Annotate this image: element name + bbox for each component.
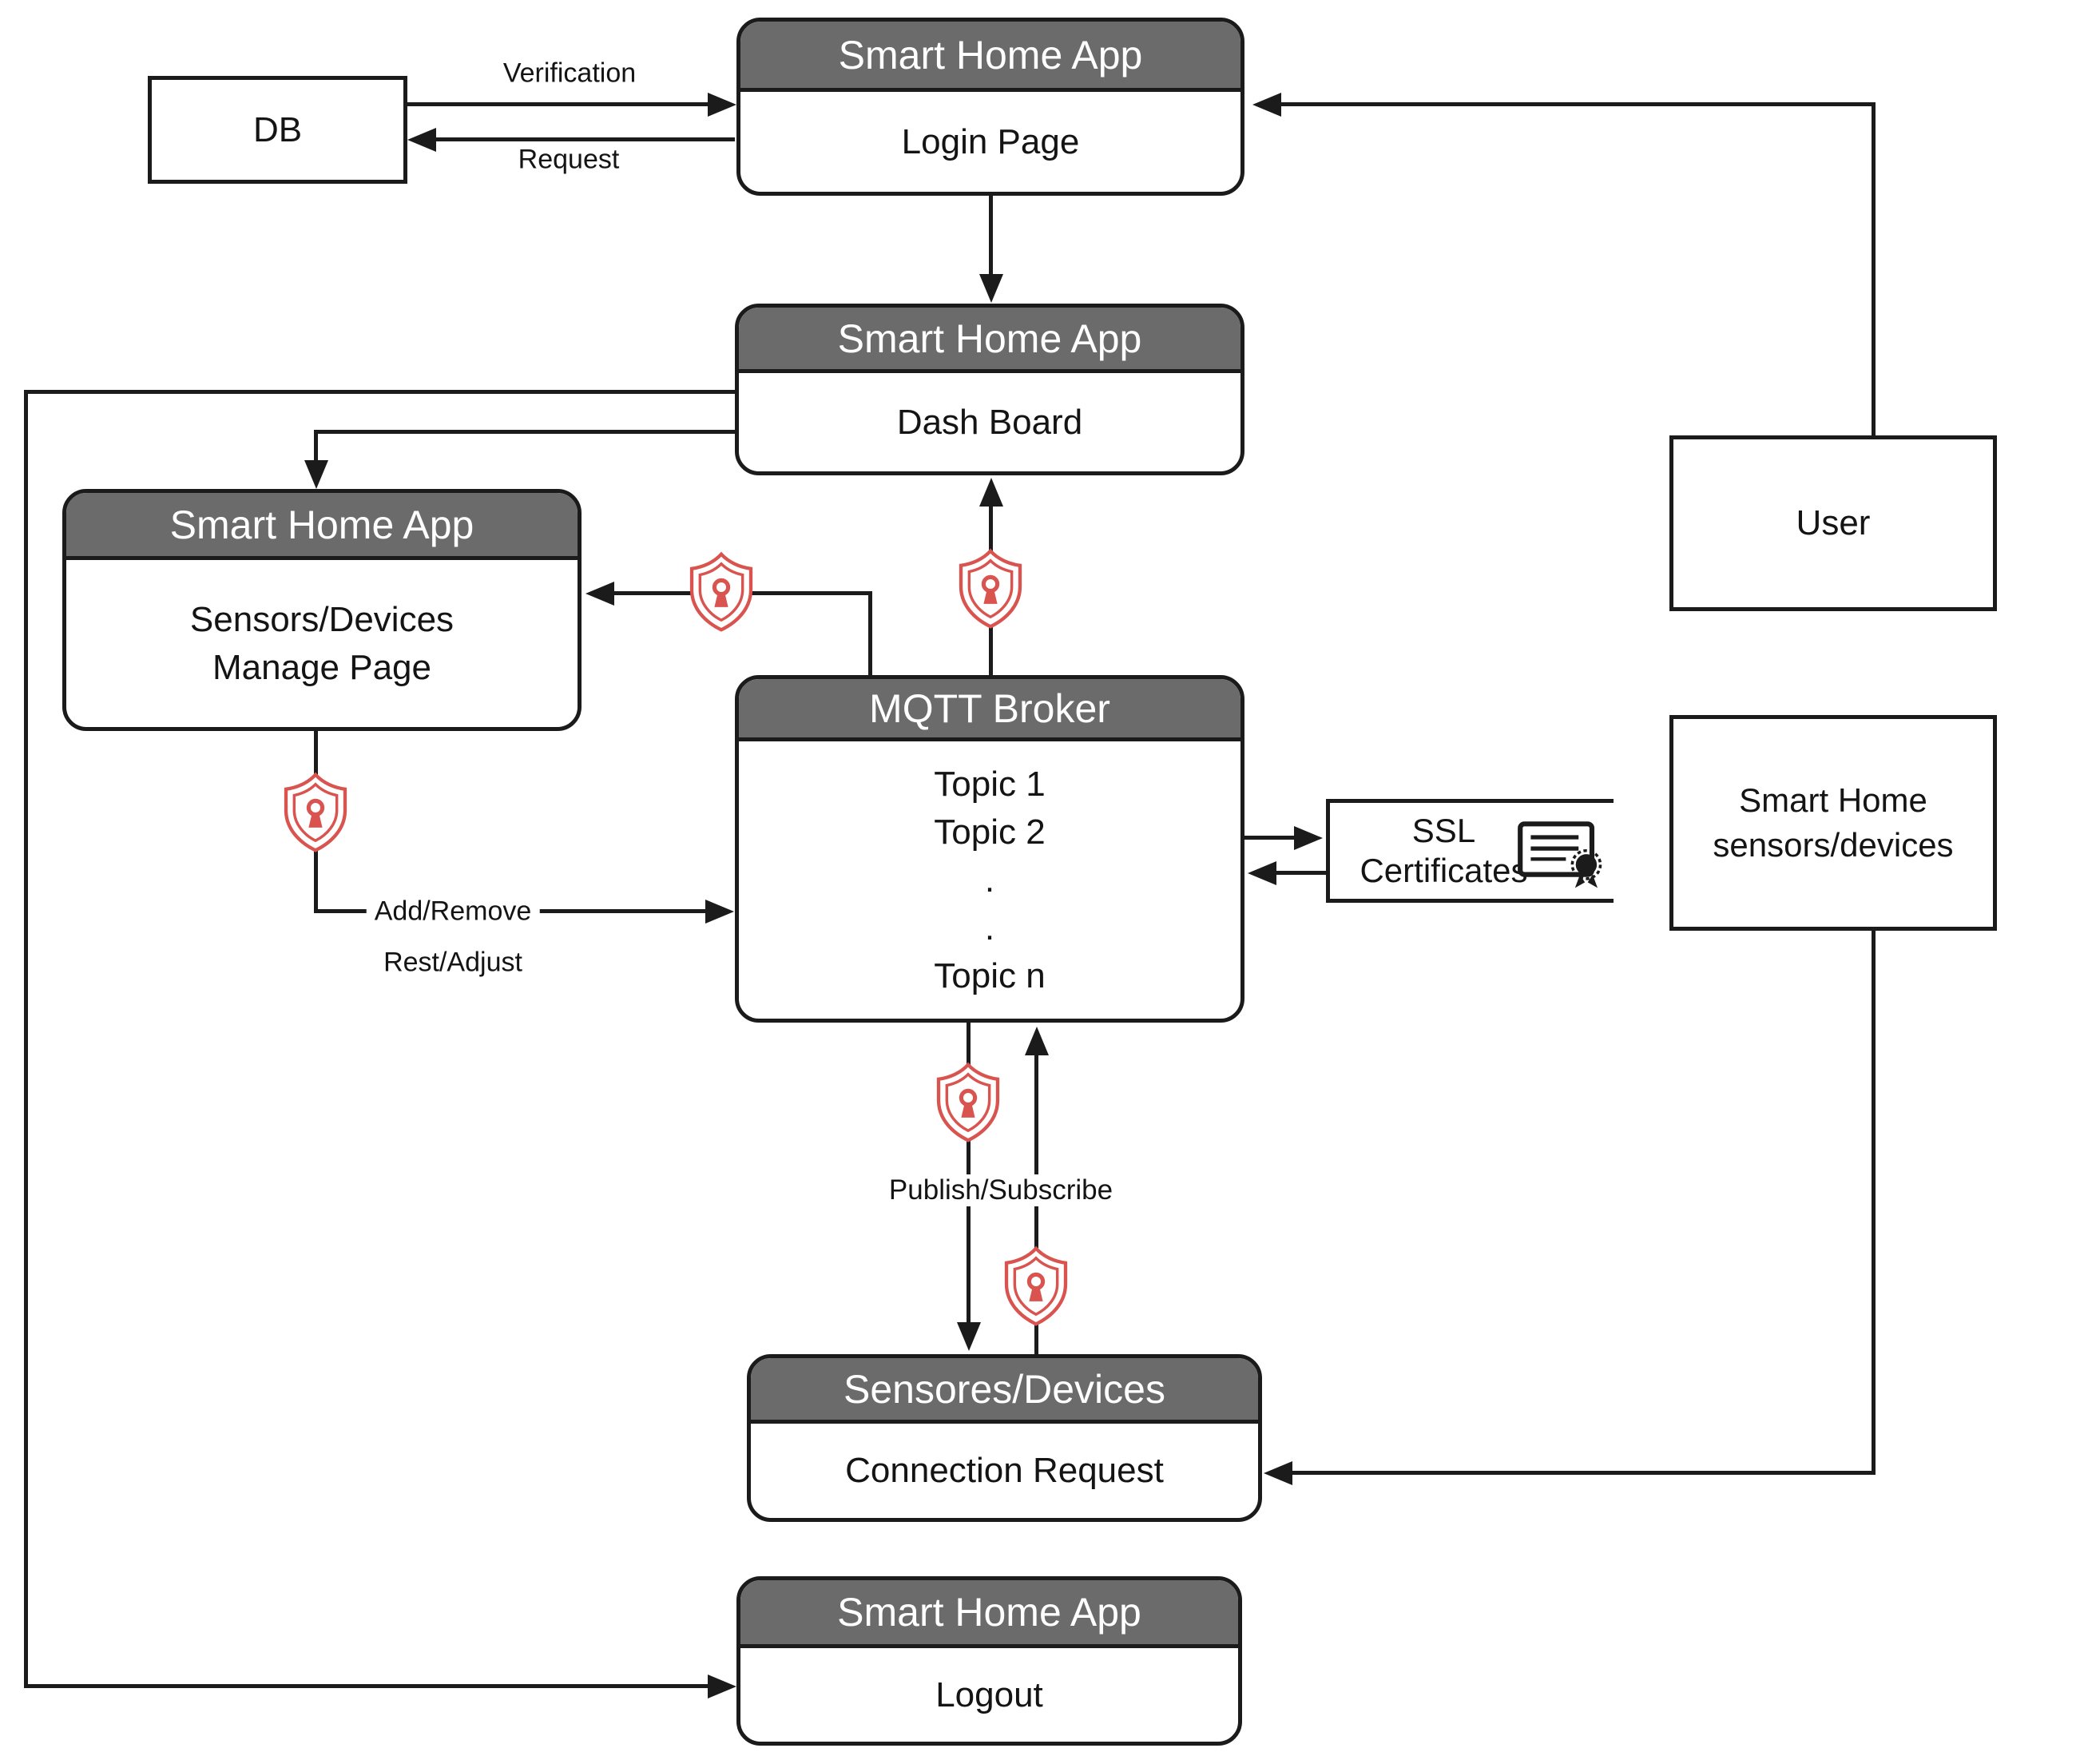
arrowhead-into-sensores-right [1264,1461,1292,1485]
mqtt-topic-item: Topic n [934,956,1046,995]
edge-label-add-remove: Add/Remove [366,896,540,928]
node-mqtt-broker: MQTT Broker Topic 1 Topic 2 . . Topic n [735,675,1244,1023]
node-sensores-body: Connection Request [845,1451,1164,1490]
node-ssl-line2: Certificates [1360,852,1528,889]
edge-dashboard-left-horizontal [24,390,735,394]
edge-label-request: Request [510,144,628,176]
shield-lock-icon [1002,1242,1070,1330]
arrowhead-into-db-right [407,128,436,152]
edge-label-verification: Verification [494,58,645,89]
node-logout: Smart Home App Logout [736,1576,1242,1746]
edge-shs-sensores-vertical [1872,931,1876,1474]
shield-lock-icon [281,769,350,856]
mqtt-topic-item: Topic 2 [934,812,1046,852]
arrowhead-into-ssl-left [1294,826,1323,850]
node-dashboard: Smart Home App Dash Board [735,304,1244,475]
node-shs-line1: Smart Home [1739,781,1927,819]
edge-label-rest-adjust: Rest/Adjust [375,947,530,979]
node-shs-line2: sensors/devices [1713,826,1954,864]
edge-mqtt-manage-vertical [868,591,872,675]
node-manage-body-line1: Sensors/Devices [189,599,455,639]
mqtt-topic-item: Topic 1 [934,764,1046,804]
node-dashboard-header: Smart Home App [739,308,1240,373]
edge-shs-sensores-horizontal [1292,1471,1876,1475]
node-ssl-line1: SSL [1411,812,1476,849]
node-db: DB [148,76,407,184]
node-user-label: User [1796,503,1871,542]
arrowhead-into-manage-top [304,460,328,489]
node-manage-header: Smart Home App [66,493,578,560]
arrowhead-into-dashboard-bottom [979,478,1003,507]
certificate-icon [1516,820,1609,890]
arrowhead-into-mqtt-left [705,900,734,924]
node-user: User [1669,435,1997,611]
node-logout-body: Logout [935,1675,1043,1714]
arrowhead-into-dashboard-top [979,274,1003,303]
edge-dashboard-manage-horizontal [314,430,735,434]
mqtt-topic-item: . [984,860,995,900]
node-smart-home-sensors: Smart Home sensors/devices [1669,715,1997,931]
node-dashboard-body: Dash Board [896,402,1083,442]
edge-label-publish-subscribe: Publish/Subscribe [880,1174,1121,1206]
shield-lock-icon [687,548,756,636]
edge-db-login-verification-line [407,102,709,106]
shield-lock-icon [956,545,1025,633]
edge-left-vertical-to-logout [24,390,28,1688]
arrowhead-into-sensores-top [957,1322,981,1351]
edge-mqtt-ssl-line [1244,836,1296,840]
arrowhead-into-mqtt-bottom [1025,1027,1049,1055]
edge-user-login-horizontal [1281,102,1876,106]
arrowhead-into-manage-right [585,582,614,606]
node-logout-header: Smart Home App [740,1580,1238,1648]
arrowhead-into-login-right [1252,93,1281,117]
arrowhead-into-mqtt-right [1248,861,1276,885]
arrowhead-into-login-left [708,93,736,117]
shield-lock-icon [934,1059,1002,1146]
arrowhead-into-logout-left [708,1675,736,1698]
edge-dashboard-manage-vertical [314,430,318,463]
node-sensores-devices: Sensores/Devices Connection Request [747,1354,1262,1522]
edge-mqtt-sensores-down-line [967,1023,971,1324]
node-mqtt-header: MQTT Broker [739,679,1240,741]
edge-login-dashboard-line [989,196,993,276]
node-manage-page: Smart Home App Sensors/Devices Manage Pa… [62,489,582,731]
edge-logout-horizontal [24,1684,709,1688]
node-db-label: DB [252,109,303,149]
edge-user-login-vertical [1872,104,1876,435]
node-manage-body-line2: Manage Page [212,647,431,687]
node-mqtt-topic-list: Topic 1 Topic 2 . . Topic n [739,741,1240,1019]
edge-ssl-mqtt-line [1276,871,1326,875]
node-login-body: Login Page [901,121,1080,161]
node-sensores-header: Sensores/Devices [751,1358,1258,1424]
edge-login-db-request-line [436,137,735,141]
node-manage-body: Sensors/Devices Manage Page [66,560,578,727]
node-login-header: Smart Home App [740,22,1240,92]
node-login-page: Smart Home App Login Page [736,18,1244,196]
mqtt-topic-item: . [984,908,995,948]
